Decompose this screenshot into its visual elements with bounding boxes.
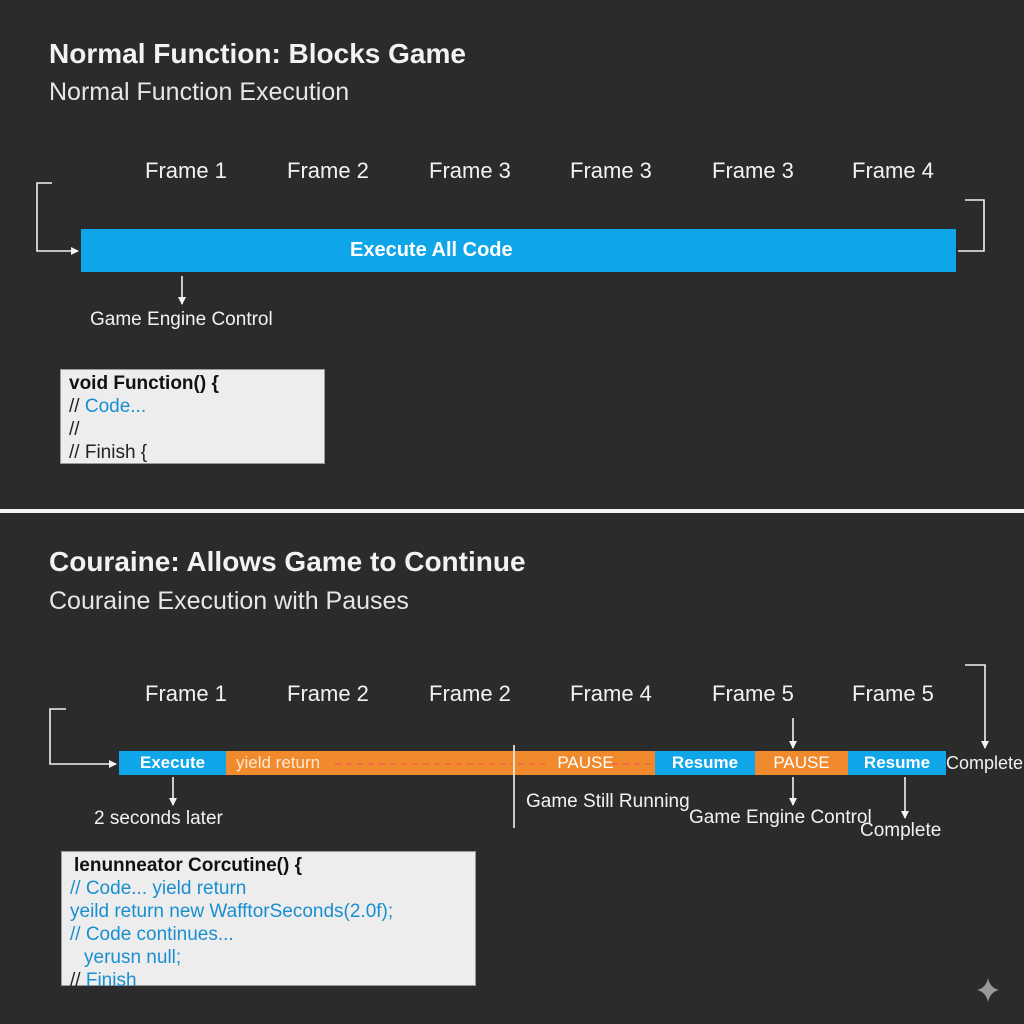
- code-line-4: // Finish {: [69, 442, 148, 463]
- segment-yield-return: yield return: [226, 751, 516, 775]
- coroutine-line-3: yeild return new WafftorSeconds(2.0f);: [70, 901, 394, 922]
- coroutine-line-6-prefix: //: [70, 970, 86, 991]
- execute-all-code-bar: [81, 229, 956, 272]
- top-entry-arrow: [36, 182, 79, 255]
- top-frame-label-2: Frame 2: [287, 158, 369, 183]
- coroutine-line-5: yerusn null;: [84, 947, 182, 968]
- section-divider: [0, 509, 1024, 513]
- two-seconds-later-label: 2 seconds later: [94, 808, 223, 829]
- bottom-frame-label-5: Frame 5: [712, 681, 794, 706]
- coroutine-line-2: // Code... yield return: [70, 878, 247, 899]
- bottom-frame-label-2: Frame 2: [287, 681, 369, 706]
- sparkle-icon: [977, 978, 999, 1002]
- segment-pause-2: PAUSE: [755, 751, 848, 775]
- bottom-entry-arrow: [49, 708, 117, 768]
- top-frame-label-3: Frame 3: [429, 158, 511, 183]
- code-line-2-text: Code...: [84, 396, 147, 417]
- game-still-running-label: Game Still Running: [526, 791, 690, 812]
- top-title: Normal Function: Blocks Game: [49, 38, 466, 69]
- top-engine-control-label: Game Engine Control: [90, 309, 273, 330]
- top-frame-label-5: Frame 3: [712, 158, 794, 183]
- execute-all-code-label: Execute All Code: [350, 239, 513, 261]
- bottom-frame-label-4: Frame 4: [570, 681, 652, 706]
- top-frame-label-1: Frame 1: [145, 158, 227, 183]
- bottom-exit-arrow: [965, 664, 989, 749]
- complete-below-label: Complete: [860, 820, 942, 841]
- bottom-title: Couraine: Allows Game to Continue: [49, 546, 526, 577]
- segment-pause-1: PAUSE: [516, 751, 655, 775]
- complete-right-label: Complete: [946, 753, 1024, 773]
- top-frame-label-4: Frame 3: [570, 158, 652, 183]
- coroutine-code-box: lenunneator Corcutine() { // Code... yie…: [61, 851, 476, 991]
- bottom-frame-label-3: Frame 2: [429, 681, 511, 706]
- code-line-2: // Code...: [69, 395, 324, 418]
- coroutine-line-6: // Finish: [70, 969, 475, 992]
- code-line-2-prefix: //: [69, 396, 85, 417]
- bottom-frame-label-6: Frame 5: [852, 681, 934, 706]
- code-line-1: void Function() {: [69, 373, 219, 394]
- code-line-3: //: [69, 419, 80, 440]
- coroutine-line-1: lenunneator Corcutine() {: [74, 855, 303, 876]
- segment-resume-2: Resume: [848, 751, 946, 775]
- coroutine-line-4: // Code continues...: [70, 924, 234, 945]
- top-exit-bracket: [958, 199, 985, 252]
- bottom-subtitle: Couraine Execution with Pauses: [49, 587, 409, 615]
- top-frame-label-6: Frame 4: [852, 158, 934, 183]
- normal-function-code-box: void Function() { // Code... // // Finis…: [60, 369, 325, 464]
- coroutine-line-6-text: Finish: [85, 970, 137, 991]
- segment-execute: Execute: [119, 751, 226, 775]
- top-subtitle: Normal Function Execution: [49, 78, 350, 106]
- segment-resume-1: Resume: [655, 751, 755, 775]
- bottom-engine-control-label: Game Engine Control: [689, 807, 872, 828]
- bottom-frame-label-1: Frame 1: [145, 681, 227, 706]
